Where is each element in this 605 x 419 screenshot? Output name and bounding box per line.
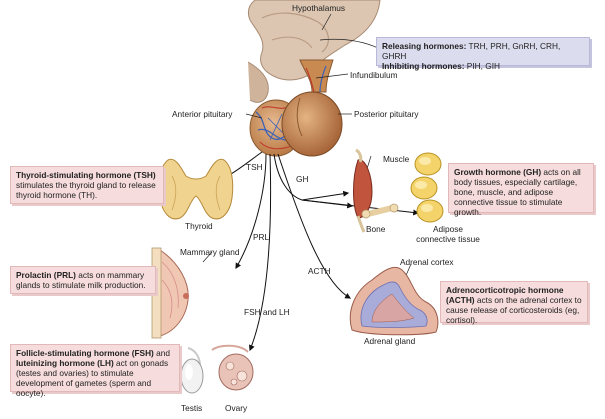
adrenal-gland-label: Adrenal gland <box>364 336 416 346</box>
infundibulum-label: Infundibulum <box>350 70 398 80</box>
tsh-pathway-label: TSH <box>246 162 263 172</box>
testis-label: Testis <box>181 403 203 413</box>
muscle-bone-adipose-illustration <box>353 148 444 233</box>
acth-pathway-label: ACTH <box>308 266 331 276</box>
posterior-pituitary-label: Posterior pituitary <box>354 109 419 119</box>
adipose-label: Adipose connective tissue <box>416 224 480 244</box>
leader-lines <box>202 13 412 281</box>
gh-pathway-label: GH <box>296 174 309 184</box>
bone-label: Bone <box>366 224 386 234</box>
adrenal-cortex-label: Adrenal cortex <box>400 257 454 267</box>
adrenal-gland-illustration <box>349 267 439 336</box>
posterior-pituitary-illustration <box>281 91 343 157</box>
thyroid-label: Thyroid <box>185 221 213 231</box>
hypothalamus-label: Hypothalamus <box>292 3 346 13</box>
testis-ovary-illustration <box>180 344 254 394</box>
releasing-hormones-box: Releasing hormones: TRH, PRH, GnRH, CRH,… <box>376 37 590 71</box>
ovary-label: Ovary <box>225 403 248 413</box>
acth-description-box: Adrenocorticotropic hormone (ACTH) acts … <box>440 281 588 325</box>
gh-description-box: Growth hormone (GH) acts on all body tis… <box>448 163 594 217</box>
infundibulum-illustration <box>299 59 334 93</box>
mammary-gland-label: Mammary gland <box>180 247 240 257</box>
mammary-gland-illustration <box>151 247 189 339</box>
fsh-lh-description-box: Follicle-stimulating hormone (FSH) and l… <box>10 344 180 398</box>
anterior-pituitary-label: Anterior pituitary <box>172 109 233 119</box>
prl-description-box: Prolactin (PRL) acts on mammary glands t… <box>10 266 156 294</box>
thyroid-illustration <box>158 158 234 220</box>
tsh-description-box: Thyroid-stimulating hormone (TSH) stimul… <box>10 166 164 204</box>
fsh-lh-pathway-label: FSH and LH <box>244 307 290 317</box>
prl-pathway-label: PRL <box>253 232 270 242</box>
muscle-label: Muscle <box>383 154 410 164</box>
hypothalamus-illustration <box>247 0 381 103</box>
